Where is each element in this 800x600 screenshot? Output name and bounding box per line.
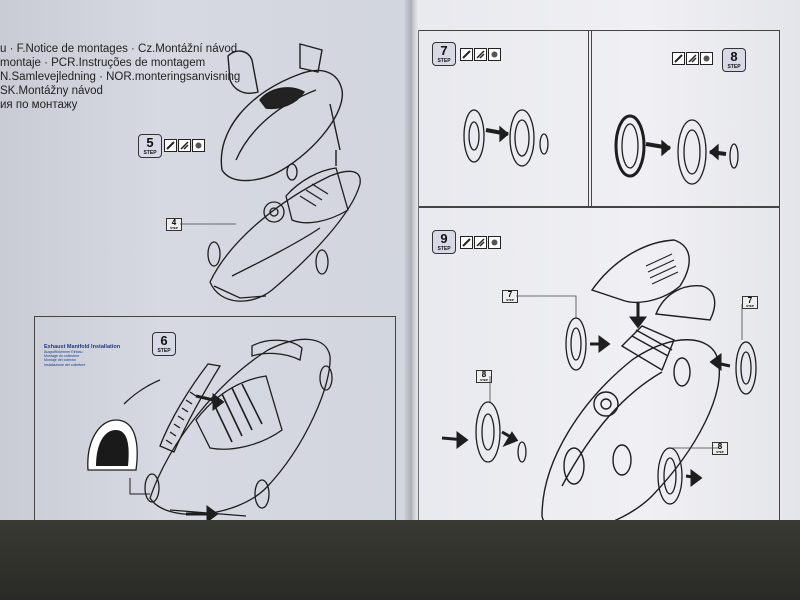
step-5-number: 5	[146, 135, 154, 150]
step-8-frame	[588, 30, 780, 208]
knife-icon	[178, 139, 191, 152]
step-9-arrows	[441, 302, 731, 487]
language-line-1: u · F.Notice de montages · Cz.Montážní n…	[0, 43, 238, 55]
step-9-car-illustration	[541, 325, 720, 533]
right-page-illustrations	[441, 109, 757, 533]
left-page-illustrations	[87, 43, 361, 527]
page-fold	[405, 0, 419, 600]
step-6-caption-line-4: Installazione del collettore	[44, 362, 86, 367]
step-9-wheels-illustration	[475, 317, 757, 505]
step-9-cowl-illustration	[590, 239, 716, 321]
part-number-4-value: 4	[171, 218, 177, 227]
language-line-2: montaje · PCR.Instruções de montagem	[0, 57, 206, 69]
paint-icon	[700, 52, 713, 65]
step-5-body-illustration	[220, 43, 343, 182]
step-8-wheel-illustration	[614, 114, 739, 185]
step-9-badge: 9 STEP	[432, 230, 456, 254]
step-8-number: 8	[730, 49, 738, 64]
part-number-8-right-value: 8	[717, 442, 723, 451]
step-6-caption-line-1: Auspuffkrümmer Einbau	[44, 350, 83, 354]
step-6-caption-line-3: Montaje del colector	[44, 358, 77, 363]
part-number-8-left-value: 8	[481, 370, 487, 379]
step-7-wheel-illustration	[463, 109, 549, 167]
step-5-chassis-illustration	[207, 163, 361, 302]
step-7-badge: 7 STEP	[432, 42, 456, 66]
step-9-label: STEP	[437, 246, 451, 252]
cement-icon	[672, 52, 685, 65]
step-6-number: 6	[160, 333, 168, 348]
step-9-leader-lines	[489, 295, 743, 449]
language-line-5: ия по монтажу	[0, 99, 78, 111]
knife-icon	[686, 52, 699, 65]
step-6-exhaust-illustration	[123, 363, 222, 453]
step-7-frame	[418, 30, 592, 208]
step-9-number: 9	[440, 231, 448, 246]
table-surface	[0, 520, 800, 600]
leader-lines	[180, 223, 330, 527]
part-number-7-right-value: 7	[747, 296, 753, 305]
paint-icon	[488, 48, 501, 61]
step-8-badge: 8 STEP	[722, 48, 746, 72]
cement-icon	[164, 139, 177, 152]
cement-icon	[460, 236, 473, 249]
paint-icon	[192, 139, 205, 152]
step-6-caption-line-2: Montage du collecteur	[44, 354, 80, 359]
step-5-label: STEP	[143, 150, 157, 156]
step-5-badge: 5 STEP	[138, 134, 162, 158]
knife-icon	[474, 48, 487, 61]
part-number-7-left-value: 7	[507, 290, 513, 299]
language-line-3: N.Samlevejledning · NOR.monteringsanvisn…	[0, 71, 241, 83]
knife-icon	[474, 236, 487, 249]
step-7-number: 7	[440, 43, 448, 58]
assembly-arrows	[129, 393, 225, 523]
language-header: u · F.Notice de montages · Cz.Montážní n…	[0, 42, 240, 112]
paint-icon	[488, 236, 501, 249]
language-line-4: SK.Montážny návod	[0, 85, 103, 97]
cement-icon	[460, 48, 473, 61]
step-6-caption-title: Exhaust Manifold Installation	[44, 344, 121, 350]
step-6-badge: 6 STEP	[152, 332, 176, 356]
step-6-chassis-illustration	[144, 338, 333, 517]
left-instruction-page: u · F.Notice de montages · Cz.Montážní n…	[0, 0, 412, 600]
step-6-nose-illustration	[87, 419, 138, 471]
step-8-label: STEP	[727, 64, 741, 70]
step-7-label: STEP	[437, 58, 451, 64]
step-6-caption: Exhaust Manifold Installation Auspuffkrü…	[44, 344, 120, 367]
step-6-label: STEP	[157, 348, 171, 354]
